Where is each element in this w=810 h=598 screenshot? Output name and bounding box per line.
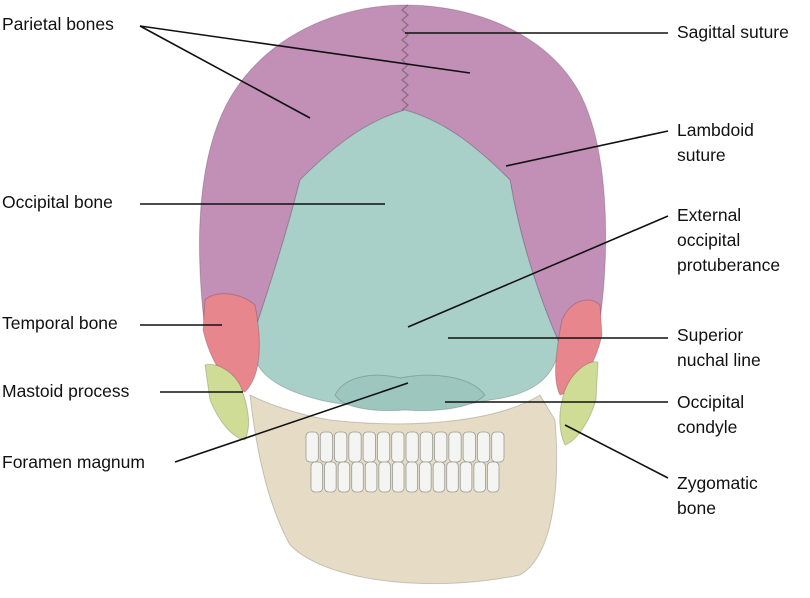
tooth xyxy=(348,431,362,463)
tooth xyxy=(405,461,418,493)
sagittal-suture-line xyxy=(401,4,409,111)
tooth xyxy=(462,431,476,463)
zygomatic-bone-right-shape xyxy=(559,361,599,446)
label-superior-nuchal-line: Superior nuchal line xyxy=(677,325,761,370)
leader-foramen-magnum xyxy=(174,382,409,463)
tooth xyxy=(477,431,491,463)
tooth xyxy=(324,461,337,493)
tooth xyxy=(487,461,500,493)
tooth xyxy=(405,431,419,463)
tooth xyxy=(305,431,319,463)
label-zygomatic-bone: Zygomatic bone xyxy=(677,473,758,518)
leader-zygomatic-bone xyxy=(564,424,669,479)
tooth xyxy=(473,461,486,493)
tooth xyxy=(337,461,351,493)
teeth xyxy=(305,431,505,493)
tooth xyxy=(432,461,446,493)
label-mastoid-process: Mastoid process xyxy=(2,381,130,401)
label-sagittal-suture: Sagittal suture xyxy=(677,22,789,42)
tooth xyxy=(310,461,323,493)
tooth xyxy=(364,461,378,493)
label-parietal-bones: Parietal bones xyxy=(2,14,114,34)
leader-external-occipital-protuberance xyxy=(407,215,669,328)
zygomatic-bone-left-shape xyxy=(204,363,250,441)
tooth xyxy=(392,461,405,493)
tooth xyxy=(391,431,405,463)
tooth xyxy=(434,431,448,463)
leader-lines xyxy=(139,25,669,479)
label-temporal-bone: Temporal bone xyxy=(2,313,118,333)
tooth xyxy=(351,461,364,493)
tooth xyxy=(419,431,433,463)
temporal-bone-left-shape xyxy=(202,293,260,393)
leader-lambdoid-suture xyxy=(505,130,669,167)
tooth xyxy=(334,431,348,463)
tooth xyxy=(446,461,459,493)
tooth xyxy=(448,431,462,463)
tooth xyxy=(319,431,333,463)
tooth xyxy=(377,431,391,463)
tooth xyxy=(419,461,432,493)
tooth xyxy=(378,461,391,493)
condyle-shape xyxy=(334,374,486,412)
label-lambdoid-suture: Lambdoid suture xyxy=(677,120,754,165)
label-occipital-condyle: Occipital condyle xyxy=(677,392,745,437)
tooth xyxy=(362,431,376,463)
label-external-occipital-protuberance: External occipital protuberance xyxy=(677,205,781,275)
label-foramen-magnum: Foramen magnum xyxy=(2,452,145,472)
leader-parietal-b xyxy=(139,25,471,74)
label-occipital-bone: Occipital bone xyxy=(2,192,113,212)
tooth xyxy=(491,431,505,463)
tooth xyxy=(459,461,473,493)
leader-parietal-a xyxy=(139,25,311,119)
